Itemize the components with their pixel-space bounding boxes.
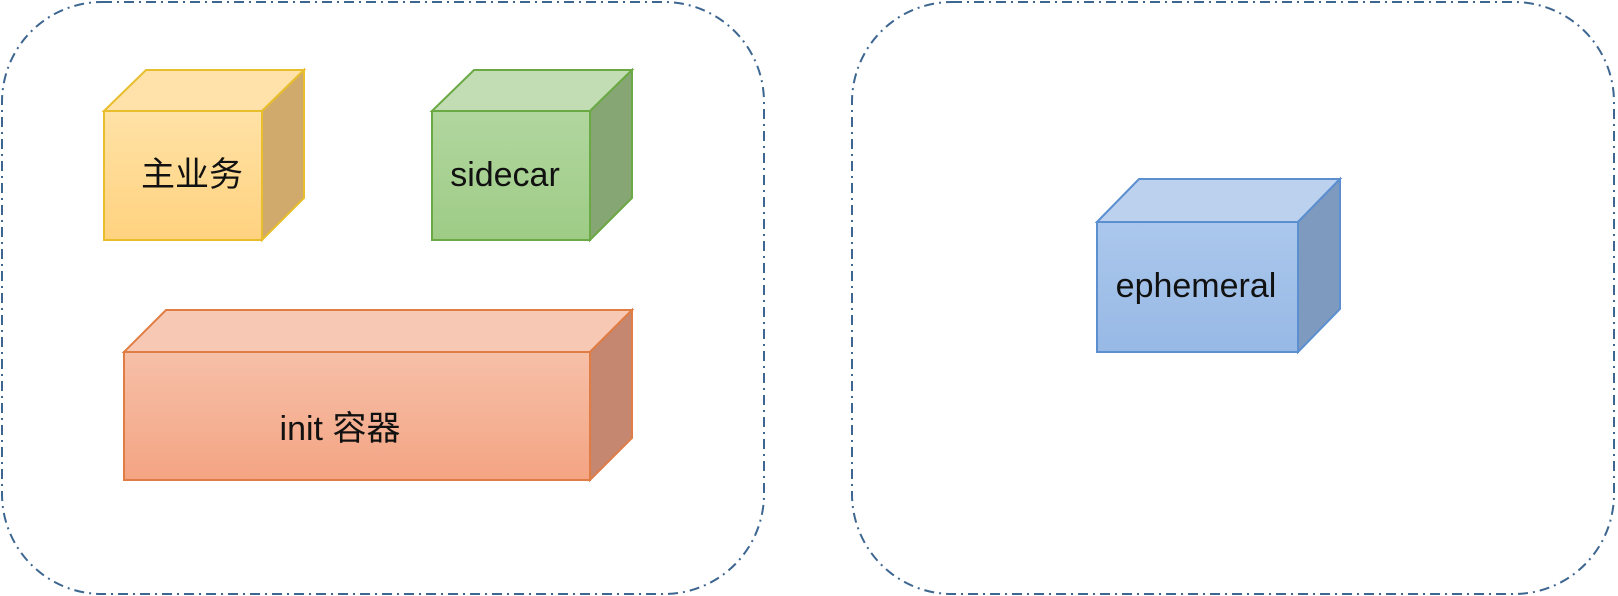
cube-ephemeral-front bbox=[1096, 221, 1299, 353]
group-container-left bbox=[1, 1, 765, 595]
cube-init-container: init 容器 bbox=[121, 307, 635, 483]
cube-main-business: 主业务 bbox=[101, 67, 307, 243]
cube-init-container-front bbox=[123, 351, 591, 481]
cube-sidecar: sidecar bbox=[429, 67, 635, 243]
group-container-right bbox=[851, 1, 1615, 595]
cube-main-business-label: 主业务 bbox=[141, 156, 243, 194]
cube-sidecar-front bbox=[431, 110, 591, 241]
cube-init-container-label: init 容器 bbox=[280, 410, 401, 448]
cube-init-container-top bbox=[121, 309, 635, 353]
cube-ephemeral: ephemeral bbox=[1094, 176, 1343, 355]
cube-ephemeral-label: ephemeral bbox=[1116, 267, 1277, 305]
cube-sidecar-label: sidecar bbox=[450, 156, 560, 194]
cube-main-business-front bbox=[103, 110, 263, 241]
